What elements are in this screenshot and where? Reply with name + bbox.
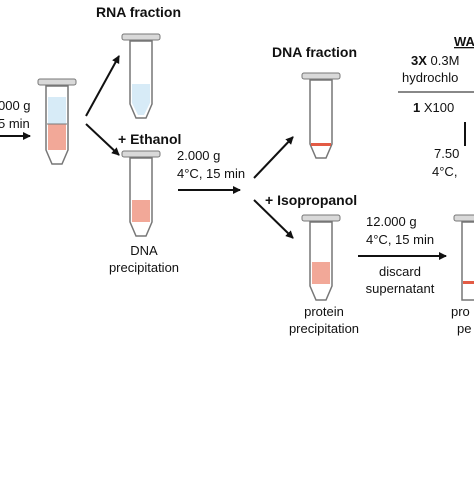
tube-cap	[301, 72, 341, 80]
plus-ethanol-label: + Ethanol	[118, 131, 181, 147]
tube-dna-fraction	[301, 72, 341, 159]
rna-aqueous-phase	[132, 84, 150, 115]
arrow-to-ethanol	[85, 123, 120, 156]
tube-cap	[453, 214, 474, 222]
tube-body	[129, 40, 153, 119]
tube-cap	[301, 214, 341, 222]
tube-body	[129, 157, 153, 237]
pellet-band	[311, 143, 331, 146]
discard-label: discard	[379, 264, 421, 279]
tube-protein-precipitation	[301, 214, 341, 301]
dna-precipitation-label-2: precipitation	[109, 260, 179, 275]
organic-phase	[48, 124, 66, 150]
rna-fraction-label: RNA fraction	[96, 4, 181, 20]
spin-left-speed: 000 g	[0, 98, 31, 113]
wash-heading: WA	[454, 34, 474, 49]
protein-precipitation-label-2: precipitation	[289, 321, 359, 336]
tube-cap	[121, 150, 161, 158]
spin-left-time: 5 min	[0, 116, 30, 131]
spin-mid-time: 4°C, 15 min	[177, 166, 245, 181]
tube-body	[45, 85, 69, 165]
spin-far-temp: 4°C,	[432, 164, 457, 179]
supernatant-label: supernatant	[366, 281, 435, 296]
dna-precipitation-label-1: DNA	[130, 243, 158, 258]
spin-right-time: 4°C, 15 min	[366, 232, 434, 247]
tube-dna-precipitation	[121, 150, 161, 237]
arrow-to-rna	[85, 55, 120, 117]
tube-cap	[37, 78, 77, 86]
pellet-label-2: pe	[457, 321, 471, 336]
protein-precipitation-label-1: protein	[304, 304, 344, 319]
tube-rna-fraction	[121, 33, 161, 119]
tube-phase-separation	[37, 78, 77, 165]
aqueous-phase	[48, 97, 66, 124]
spin-far-speed: 7.50	[434, 146, 459, 161]
organic-phase	[132, 200, 150, 222]
tube-body	[309, 221, 333, 301]
wash-line-3: 1 X100	[413, 100, 454, 115]
plus-isopropanol-label: + Isopropanol	[265, 192, 357, 208]
pellet-label-1: pro	[451, 304, 470, 319]
pellet-band	[463, 281, 474, 284]
wash-line-2: hydrochlo	[402, 70, 458, 85]
organic-phase	[312, 262, 330, 284]
tube-body	[309, 79, 333, 159]
spin-mid-speed: 2.000 g	[177, 148, 220, 163]
dna-fraction-label: DNA fraction	[272, 44, 357, 60]
arrow-to-isopropanol	[253, 199, 294, 239]
wash-line-1: 3X 0.3M	[411, 53, 459, 68]
tube-protein-pellet	[453, 214, 474, 301]
tube-body	[461, 221, 474, 301]
arrow-to-dna-fraction	[253, 136, 294, 179]
tube-cap	[121, 33, 161, 41]
spin-right-speed: 12.000 g	[366, 214, 417, 229]
